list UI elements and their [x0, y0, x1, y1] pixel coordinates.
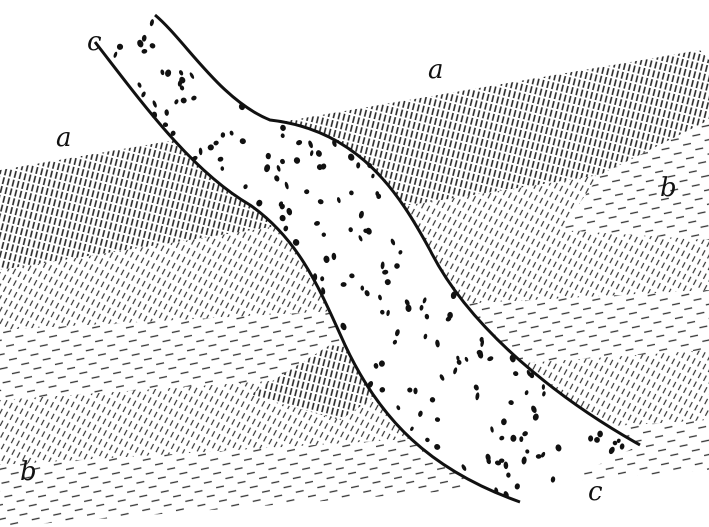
stipple-dot	[413, 388, 417, 395]
label-b-bottom-left: b	[20, 457, 37, 487]
label-a-top-left: a	[56, 123, 72, 153]
label-b-right: b	[660, 173, 677, 203]
label-c-dike-bottom: c	[588, 477, 603, 507]
label-c-dike-top: c	[87, 27, 102, 57]
stipple-dot	[313, 273, 317, 280]
stipple-dot	[152, 112, 158, 119]
label-a-top-right: a	[428, 55, 444, 85]
